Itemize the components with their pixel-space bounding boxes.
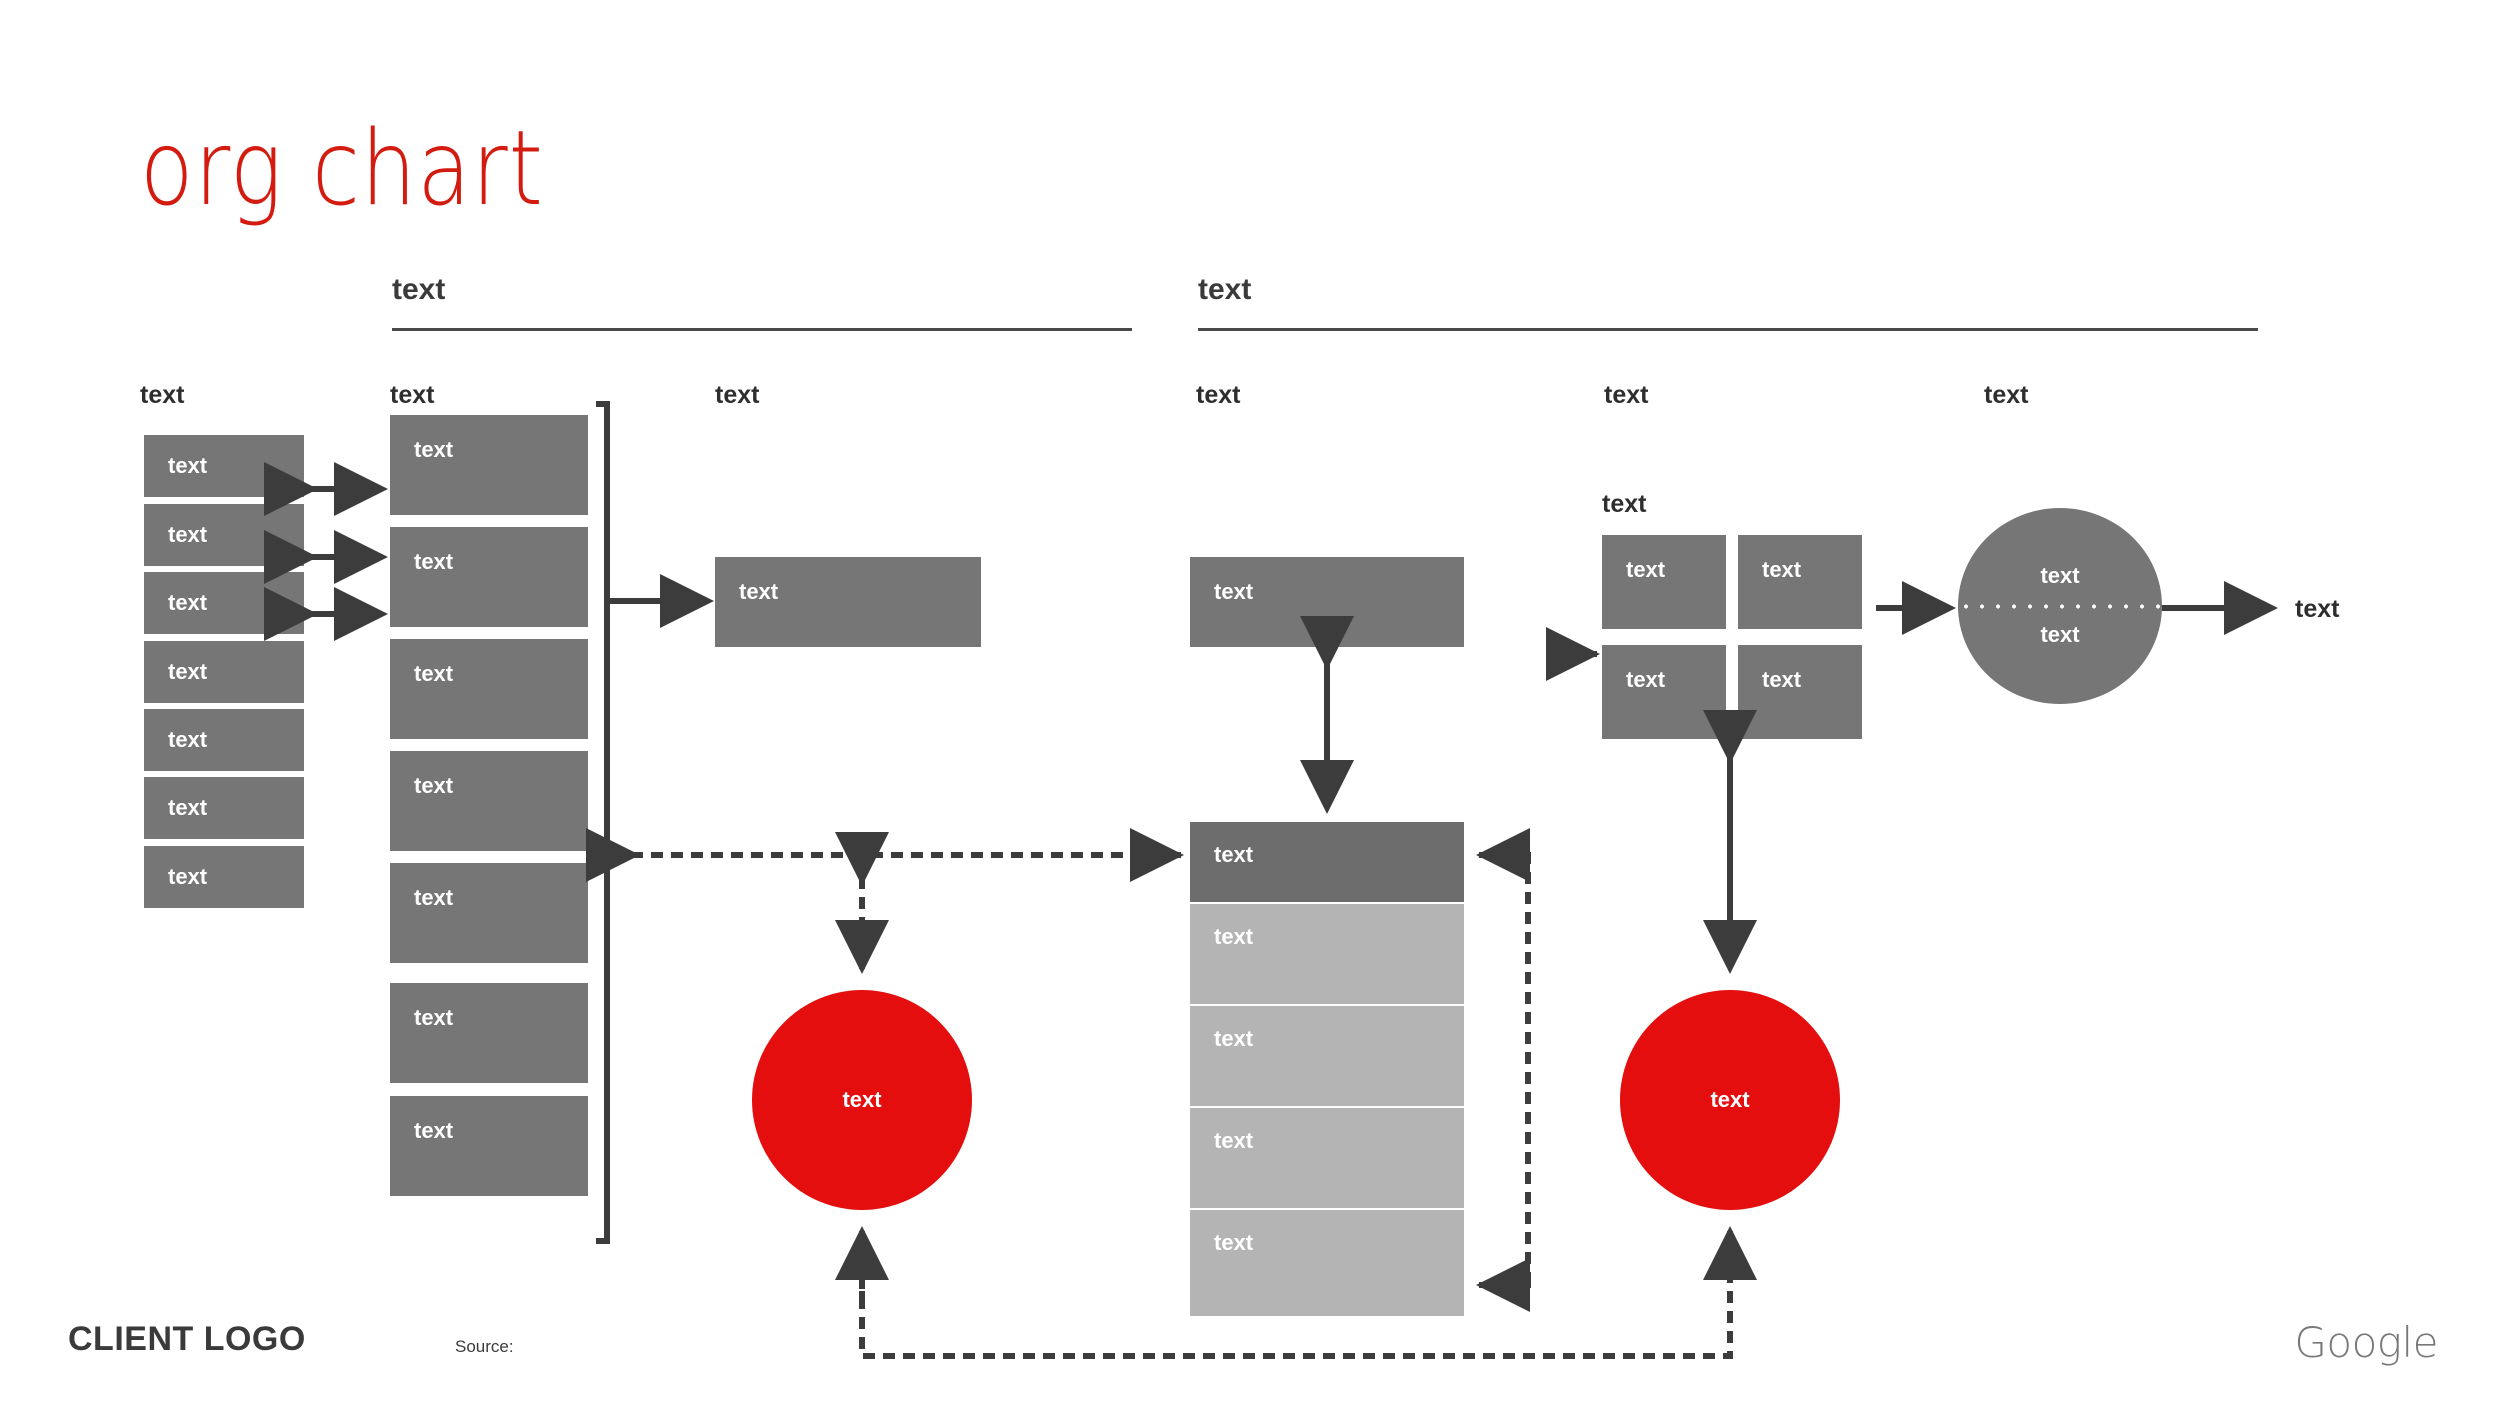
col1-box-5[interactable]: text — [144, 709, 304, 771]
col2-box-5[interactable]: text — [390, 863, 588, 963]
group-header-2-rule — [1198, 328, 2258, 331]
col2-bracket — [596, 401, 622, 1244]
grid-cell-2[interactable]: text — [1738, 535, 1862, 629]
col2-box-4-label: text — [414, 773, 454, 798]
col3-box[interactable]: text — [715, 557, 981, 647]
col2-box-3-label: text — [414, 661, 454, 686]
grid-cell-4[interactable]: text — [1738, 645, 1862, 739]
stack-segment-5[interactable]: text — [1190, 1210, 1464, 1316]
gray-circle-top-label: text — [2040, 562, 2080, 588]
stack-segment-4[interactable]: text — [1190, 1108, 1464, 1208]
grid-cell-3-label: text — [1626, 667, 1666, 692]
red-circle-right[interactable]: text — [1620, 990, 1840, 1210]
stack-segment-5-label: text — [1214, 1230, 1254, 1255]
gray-circle[interactable]: text text — [1958, 508, 2162, 704]
group-header-2: text — [1198, 273, 1252, 306]
source-note: Source: — [455, 1337, 514, 1356]
col2-box-5-label: text — [414, 885, 454, 910]
stack-segment-4-label: text — [1214, 1128, 1254, 1153]
col1-box-3[interactable]: text — [144, 572, 304, 634]
red-circle-right-label: text — [1710, 1087, 1750, 1112]
col2-box-6[interactable]: text — [390, 983, 588, 1083]
column-caption-5: text — [1604, 381, 1649, 409]
col1-box-3-label: text — [168, 590, 208, 615]
grid-cell-1-label: text — [1626, 557, 1666, 582]
client-logo: CLIENT LOGO — [68, 1320, 306, 1358]
grid-cell-2-label: text — [1762, 557, 1802, 582]
red-circle-left[interactable]: text — [752, 990, 972, 1210]
col2-box-4[interactable]: text — [390, 751, 588, 851]
grid-cell-3[interactable]: text — [1602, 645, 1726, 739]
segmented-stack: text text text text text — [1190, 822, 1464, 1316]
column-caption-3: text — [715, 381, 760, 409]
stack-segment-1-label: text — [1214, 842, 1254, 867]
stack-segment-2[interactable]: text — [1190, 904, 1464, 1004]
grid-caption: text — [1602, 490, 1647, 518]
column-caption-1: text — [140, 381, 185, 409]
col1-box-4[interactable]: text — [144, 641, 304, 703]
col1-box-6-label: text — [168, 795, 208, 820]
brand-logo: Google — [2294, 1318, 2438, 1367]
col1-box-1[interactable]: text — [144, 435, 304, 497]
output-label: text — [2295, 595, 2340, 623]
column-caption-2: text — [390, 381, 435, 409]
col1-box-7[interactable]: text — [144, 846, 304, 908]
col1-box-4-label: text — [168, 659, 208, 684]
col2-box-1[interactable]: text — [390, 415, 588, 515]
gray-circle-bottom-label: text — [2040, 621, 2080, 647]
red-circle-left-label: text — [842, 1087, 882, 1112]
stack-segment-1[interactable]: text — [1190, 822, 1464, 902]
col2-box-2[interactable]: text — [390, 527, 588, 627]
column-caption-4: text — [1196, 381, 1241, 409]
col1-box-2[interactable]: text — [144, 504, 304, 566]
col3-box-label: text — [739, 579, 779, 604]
grid-cell-4-label: text — [1762, 667, 1802, 692]
col1-box-2-label: text — [168, 522, 208, 547]
stack-segment-3-label: text — [1214, 1026, 1254, 1051]
col1-box-7-label: text — [168, 864, 208, 889]
col1-box-1-label: text — [168, 453, 208, 478]
col1-col2-double-arrows — [264, 462, 388, 641]
col2-box-2-label: text — [414, 549, 454, 574]
gray-circle-divider — [1958, 604, 2162, 609]
stack-segment-3[interactable]: text — [1190, 1006, 1464, 1106]
col1-box-6[interactable]: text — [144, 777, 304, 839]
grid-cell-1[interactable]: text — [1602, 535, 1726, 629]
group-header-1-rule — [392, 328, 1132, 331]
col2-box-6-label: text — [414, 1005, 454, 1030]
col2-box-7-label: text — [414, 1118, 454, 1143]
col2-box-7[interactable]: text — [390, 1096, 588, 1196]
col1-box-5-label: text — [168, 727, 208, 752]
col2-box-1-label: text — [414, 437, 454, 462]
page-title: org chart — [140, 109, 544, 229]
col4-box[interactable]: text — [1190, 557, 1464, 647]
col2-box-3[interactable]: text — [390, 639, 588, 739]
col4-box-label: text — [1214, 579, 1254, 604]
stack-segment-2-label: text — [1214, 924, 1254, 949]
group-header-1: text — [392, 273, 446, 306]
column-caption-6: text — [1984, 381, 2029, 409]
